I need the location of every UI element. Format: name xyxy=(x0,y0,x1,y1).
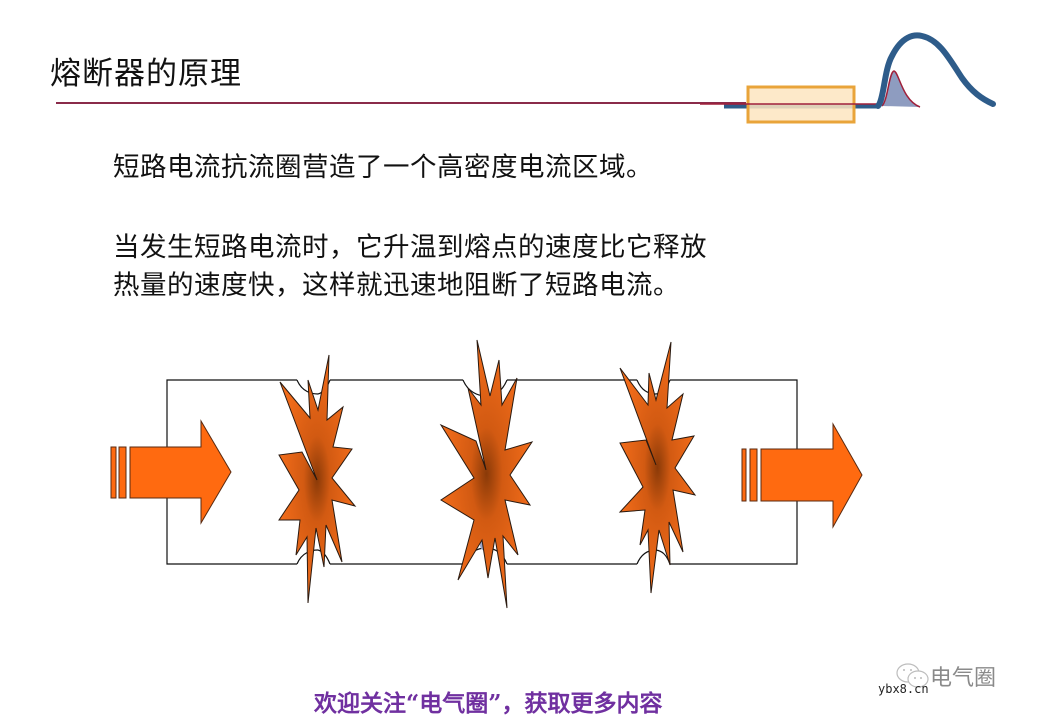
current-in-arrow xyxy=(110,419,232,525)
wechat-icon xyxy=(896,663,929,688)
current-out-arrow xyxy=(741,422,863,529)
footer-follow-text: 欢迎关注“电气圈”，获取更多内容 xyxy=(314,690,663,717)
paragraph-1: 短路电流抗流圈营造了一个高密度电流区域。 xyxy=(113,152,653,183)
watermark-url: ybx8.cn xyxy=(878,682,929,696)
paragraph-2-line-1: 当发生短路电流时，它升温到熔点的速度比它释放 xyxy=(113,232,707,263)
explosion-icon xyxy=(439,339,534,609)
paragraph-2-line-2: 热量的速度快，这样就迅速地阻断了短路电流。 xyxy=(113,270,680,301)
current-curve-icon xyxy=(875,32,996,109)
watermark-name: 电气圈 xyxy=(930,666,997,691)
title-rule xyxy=(56,102,746,104)
explosion-icon xyxy=(278,354,357,604)
slide-title: 熔断器的原理 xyxy=(50,56,242,92)
watermark: 电气圈 ybx8.cn xyxy=(878,660,1028,700)
fuse-curve-graphic xyxy=(700,32,996,124)
explosion-icon xyxy=(618,341,697,594)
